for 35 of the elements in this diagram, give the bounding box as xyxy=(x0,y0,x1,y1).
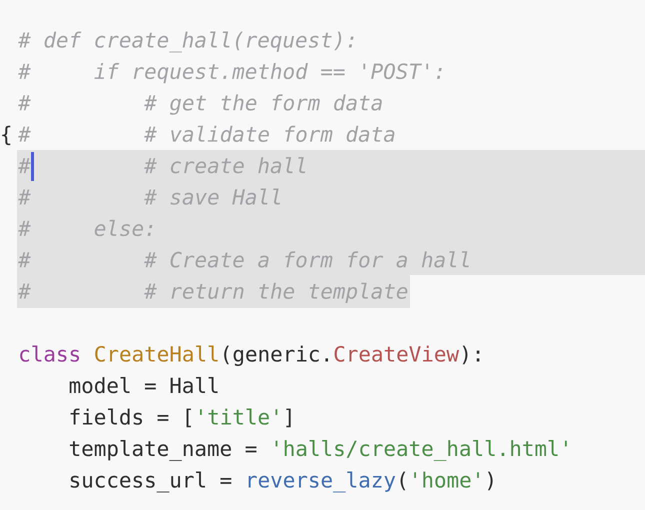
code-comment: # validate form data xyxy=(144,126,394,142)
code-comment: # xyxy=(18,32,31,48)
string-literal: 'home' xyxy=(414,472,479,488)
code-comment: # xyxy=(18,158,31,174)
code-comment: # return the template xyxy=(144,282,408,304)
code-comment: # xyxy=(18,126,31,142)
string-literal: 'title' xyxy=(200,408,278,425)
code-text: ) xyxy=(488,472,493,490)
code-comment: # xyxy=(18,95,31,110)
fold-marker: { xyxy=(2,126,10,146)
code-comment: # xyxy=(18,284,31,299)
code-comment: # get the form data xyxy=(144,94,382,115)
code-comment: # xyxy=(18,64,31,79)
code-text: fields = [ xyxy=(70,408,191,428)
code-keyword: class xyxy=(20,346,80,362)
code-text: model = Hall xyxy=(70,377,218,394)
code-comment: # xyxy=(18,189,31,204)
function-name: reverse_lazy xyxy=(248,472,396,492)
code-comment: # xyxy=(18,252,31,268)
code-text: success_url = xyxy=(70,472,232,492)
code-comment: # save Hall xyxy=(144,188,280,205)
class-name: CreateHall xyxy=(95,346,218,362)
class-name: CreateView xyxy=(334,346,460,362)
code-text: (generic. xyxy=(224,346,328,366)
code-comment: def create_hall(request): xyxy=(44,32,354,52)
string-literal: 'halls/create_hall.html' xyxy=(276,440,567,461)
code-text: template_name = xyxy=(70,440,256,461)
code-text: ): xyxy=(462,346,480,364)
code-text: ] xyxy=(286,408,291,428)
code-comment: # create hall xyxy=(144,157,306,174)
code-comment: # Create a form for a hall xyxy=(144,251,469,268)
code-comment: if request.method == 'POST': xyxy=(94,63,442,84)
code-text: ( xyxy=(400,472,406,490)
code-comment: else: xyxy=(94,220,152,236)
code-comment: # xyxy=(18,220,31,236)
